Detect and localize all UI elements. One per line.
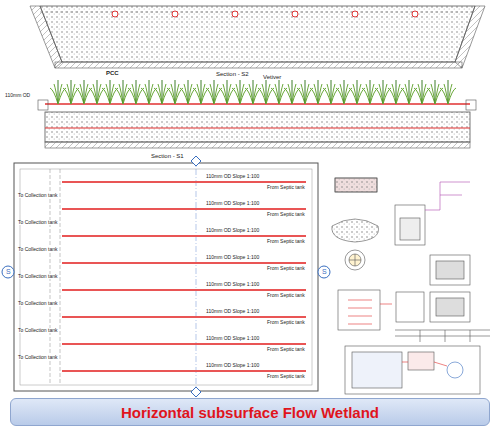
section-s2 — [30, 6, 485, 68]
pipe-label: From Septic tank — [266, 239, 306, 244]
pipe-label: From Septic tank — [266, 347, 306, 352]
pipe-label: From Septic tank — [266, 266, 306, 271]
pipe-label: From Septic tank — [266, 212, 306, 217]
pipe-label: 110mm OD Slope 1:100 — [205, 336, 260, 341]
drawing-label: S — [5, 268, 12, 275]
pipe-label: To Collection tank — [17, 220, 58, 225]
pipe-label: From Septic tank — [266, 320, 306, 325]
pipe-label: 110mm OD Slope 1:100 — [205, 228, 260, 233]
pipe-label: To Collection tank — [17, 301, 58, 306]
pipe-label: 110mm OD Slope 1:100 — [205, 201, 260, 206]
drawing-label: PCC — [105, 70, 120, 76]
detail-drawings — [332, 178, 490, 394]
pipe-label: To Collection tank — [17, 355, 58, 360]
title-banner: Horizontal subsurface Flow Wetland — [10, 398, 490, 426]
section-s1 — [38, 80, 476, 148]
pipe-label: 110mm OD Slope 1:100 — [205, 282, 260, 287]
pipe-label: To Collection tank — [17, 247, 58, 252]
pipe-label: 110mm OD Slope 1:100 — [205, 255, 260, 260]
drawing-label: Section - S2 — [215, 71, 250, 77]
plan-view — [2, 156, 330, 397]
pipe-label: 110mm OD Slope 1:100 — [205, 309, 260, 314]
pipe-label: To Collection tank — [17, 328, 58, 333]
drawing-label: Vetiver — [262, 74, 282, 80]
pipe-label: 110mm OD Slope 1:100 — [205, 174, 260, 179]
pipe-label: From Septic tank — [266, 293, 306, 298]
pipe-label: From Septic tank — [266, 374, 306, 379]
drawing-label: S — [321, 268, 328, 275]
drawing-label: Section - S1 — [150, 153, 185, 159]
title: Horizontal subsurface Flow Wetland — [121, 404, 379, 421]
drawing-label: 110mm OD — [4, 93, 31, 98]
pipe-label: To Collection tank — [17, 274, 58, 279]
pipe-label: From Septic tank — [266, 185, 306, 190]
pipe-label: To Collection tank — [17, 193, 58, 198]
pipe-label: 110mm OD Slope 1:100 — [205, 363, 260, 368]
